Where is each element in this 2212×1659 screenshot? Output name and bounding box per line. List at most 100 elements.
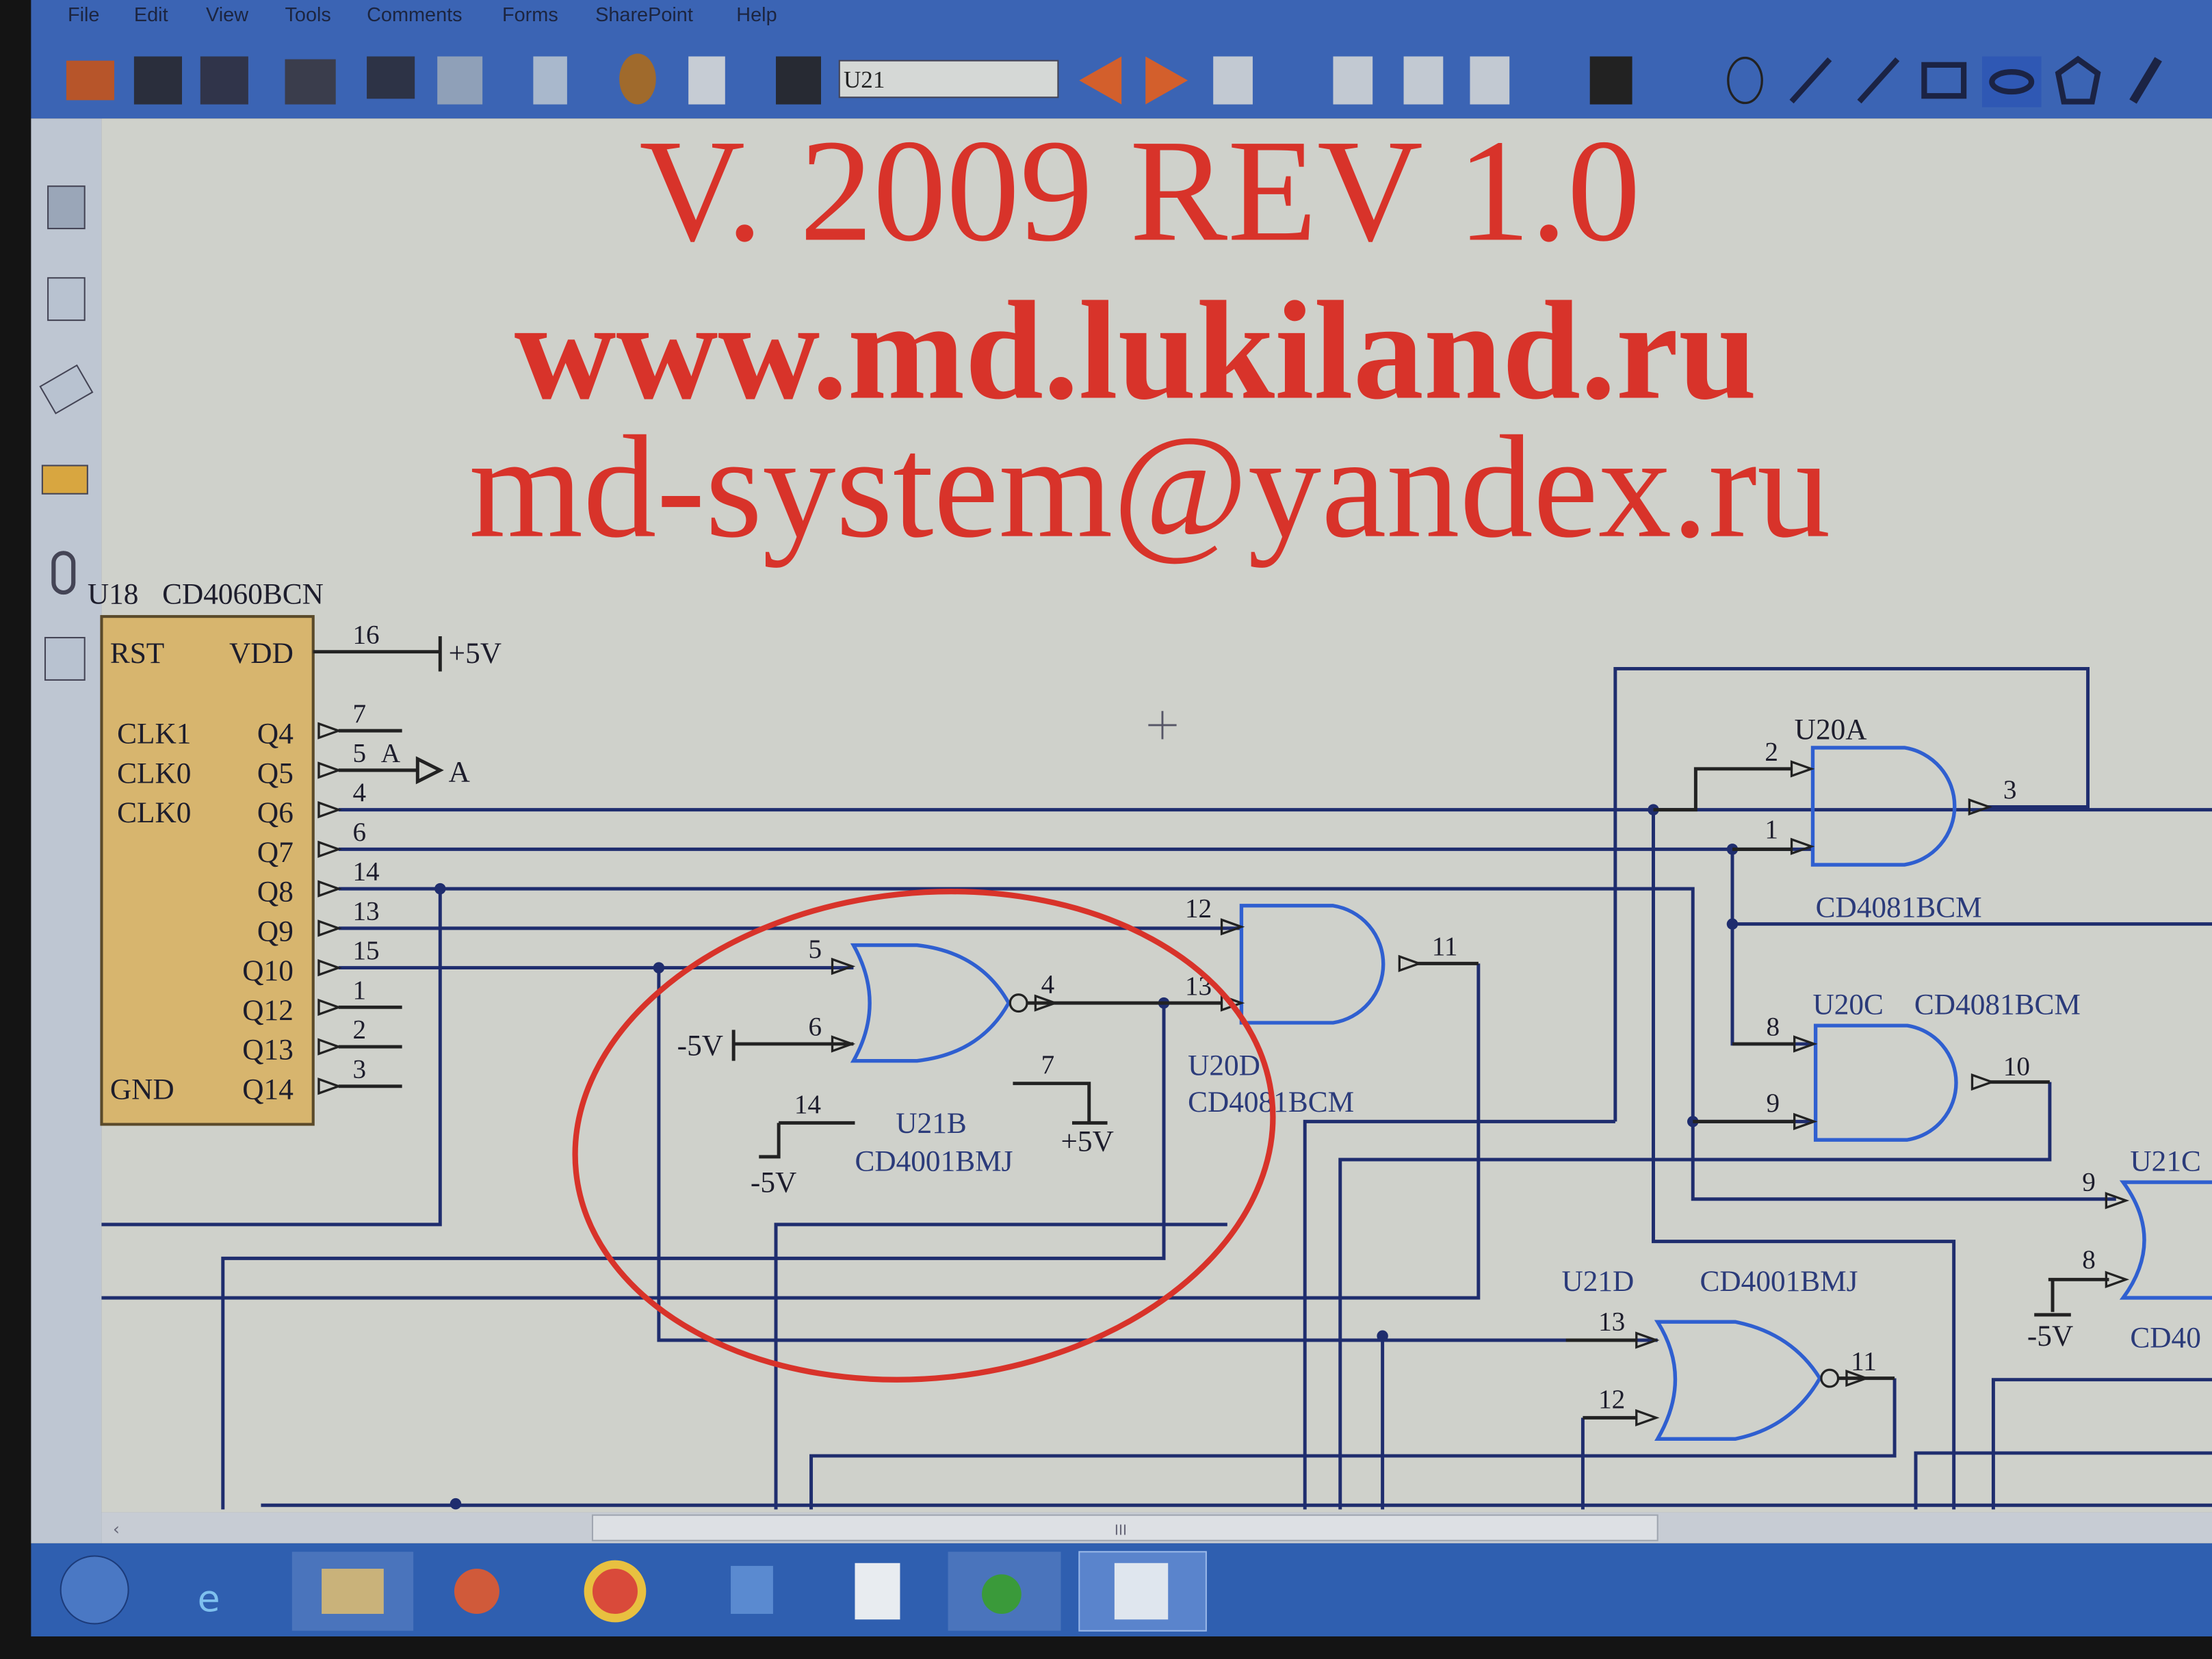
gate-part: CD4081BCM xyxy=(1914,989,2081,1021)
menu-comments[interactable]: Comments xyxy=(367,4,463,26)
pin-number: 11 xyxy=(1432,932,1458,961)
scroll-left-icon[interactable]: ‹ xyxy=(113,1519,120,1539)
gate-ref: U21C xyxy=(2130,1145,2200,1178)
website-link[interactable]: www.md.lukiland.ru xyxy=(515,272,1757,428)
pin-number: 1 xyxy=(352,976,366,1005)
pin-number: 6 xyxy=(808,1013,822,1042)
save-icon[interactable] xyxy=(133,56,182,105)
gate-part: CD4081BCM xyxy=(1816,891,1982,924)
pin-label: GND xyxy=(110,1073,174,1106)
pin-label: Q14 xyxy=(242,1073,294,1106)
green-app-icon xyxy=(982,1574,1022,1615)
chrome-icon[interactable] xyxy=(584,1560,647,1623)
pin-number: 8 xyxy=(2082,1245,2096,1275)
pin-number: 12 xyxy=(1598,1385,1625,1414)
u20c-and-gate[interactable]: 8 9 10 U20C CD4081BCM xyxy=(1693,989,2081,1142)
open-icon[interactable] xyxy=(66,60,115,101)
highlight-ellipse-annotation[interactable] xyxy=(551,858,1297,1413)
pdf-app-icon xyxy=(1114,1563,1169,1620)
pin-label: Q5 xyxy=(257,757,294,789)
next-icon[interactable] xyxy=(1145,56,1188,105)
monitor-icon[interactable] xyxy=(367,56,415,99)
arrow-tool-icon[interactable] xyxy=(1789,57,1832,104)
gate-part: CD4001BMJ xyxy=(1700,1265,1858,1298)
line-tool-icon[interactable] xyxy=(1857,57,1900,104)
start-button[interactable] xyxy=(60,1555,129,1625)
u21b-nor-gate[interactable]: 5 6 4 14 7 -5V -5V +5V U21B CD4001BMJ xyxy=(677,935,1164,1199)
attachments-icon[interactable] xyxy=(51,551,76,595)
ellipse-tool-icon[interactable] xyxy=(1727,56,1763,105)
menu-view[interactable]: View xyxy=(206,4,248,26)
pin-number: 12 xyxy=(1185,893,1212,923)
search-input[interactable] xyxy=(838,60,1059,99)
pin-number: 3 xyxy=(2003,775,2017,805)
save-all-icon[interactable] xyxy=(200,56,248,105)
page-number-icon[interactable] xyxy=(1333,56,1373,105)
u21d-nor-gate[interactable]: 13 12 11 U21D CD4001BMJ xyxy=(1561,1265,1895,1441)
net-label: A xyxy=(381,739,400,768)
pages-icon[interactable] xyxy=(47,277,86,322)
comments-icon[interactable] xyxy=(41,465,88,495)
net-label: -5V xyxy=(677,1029,723,1062)
pin-number: 1 xyxy=(1765,815,1778,844)
media-player-icon[interactable] xyxy=(454,1569,499,1615)
scrollbar-thumb[interactable] xyxy=(591,1514,1658,1541)
bookmarks-icon[interactable] xyxy=(47,185,86,230)
gate-ref: U20A xyxy=(1795,714,1867,746)
text-select-icon[interactable] xyxy=(688,56,725,105)
menu-tools[interactable]: Tools xyxy=(285,4,330,26)
scan-icon[interactable] xyxy=(437,56,483,105)
signatures-icon[interactable] xyxy=(44,637,86,681)
stamp-icon[interactable] xyxy=(1589,56,1632,105)
pin-number: 4 xyxy=(1041,970,1055,1000)
layers-icon[interactable] xyxy=(39,364,94,415)
pin-label: Q7 xyxy=(257,836,294,869)
rotate-icon[interactable] xyxy=(1403,56,1444,105)
menu-file[interactable]: File xyxy=(68,4,100,26)
menu-edit[interactable]: Edit xyxy=(134,4,168,26)
hand-icon[interactable] xyxy=(619,53,656,105)
gate-ref: U21D xyxy=(1561,1265,1634,1298)
u21c-gate[interactable]: 9 8 U21C CD40 -5V xyxy=(2027,1145,2212,1355)
menu-forms[interactable]: Forms xyxy=(502,4,558,26)
scrollbar-grip: III xyxy=(1115,1522,1127,1539)
pin-number: 6 xyxy=(352,818,366,847)
pin-label: Q13 xyxy=(242,1034,294,1067)
gate-ref: U20C xyxy=(1812,989,1883,1021)
internet-explorer-icon[interactable]: e xyxy=(198,1577,220,1620)
page-icon[interactable] xyxy=(533,56,567,105)
gate-part: CD40 xyxy=(2130,1321,2200,1354)
pin-label: Q4 xyxy=(257,718,294,750)
document-icon[interactable] xyxy=(855,1563,900,1620)
pin-label: Q8 xyxy=(257,876,294,909)
email-link[interactable]: md-system@yandex.ru xyxy=(469,406,1830,569)
u18-component[interactable]: U18 CD4060BCN RST CLK1 CLK0 CLK0 GND VDD… xyxy=(88,578,502,1126)
pencil-tool-icon[interactable] xyxy=(2129,57,2162,104)
vdd-net: +5V xyxy=(449,637,502,670)
find-icon[interactable] xyxy=(776,56,822,105)
rectangle-tool-icon[interactable] xyxy=(1921,62,1967,99)
pin-number: 11 xyxy=(1851,1346,1877,1376)
sidebar-icons xyxy=(39,185,94,681)
pin-label: CLK1 xyxy=(117,718,191,750)
previous-icon[interactable] xyxy=(1079,56,1122,105)
windows-tool-icon[interactable] xyxy=(731,1565,773,1615)
net-label: +5V xyxy=(1061,1125,1114,1158)
print-icon[interactable] xyxy=(285,59,336,105)
page-extract-icon[interactable] xyxy=(1213,56,1253,105)
gate-ref: U21B xyxy=(896,1107,966,1140)
menu-bar: File Edit View Tools Comments Forms Shar… xyxy=(68,4,777,26)
pin-number: 13 xyxy=(352,896,379,926)
menu-help[interactable]: Help xyxy=(736,4,777,26)
pin-number: 5 xyxy=(352,739,366,768)
page-fit-icon[interactable] xyxy=(1470,56,1510,105)
polygon-tool-icon[interactable] xyxy=(2055,55,2101,105)
pin-number: 7 xyxy=(1041,1050,1055,1080)
pin-number: 15 xyxy=(352,936,379,965)
toolbar: U21 xyxy=(66,53,2162,107)
menu-sharepoint[interactable]: SharePoint xyxy=(595,4,693,26)
u20a-and-gate[interactable]: 2 1 3 U20A CD4081BCM xyxy=(1653,714,2017,924)
pin-label: RST xyxy=(110,637,164,670)
pin-number: 14 xyxy=(352,857,379,887)
